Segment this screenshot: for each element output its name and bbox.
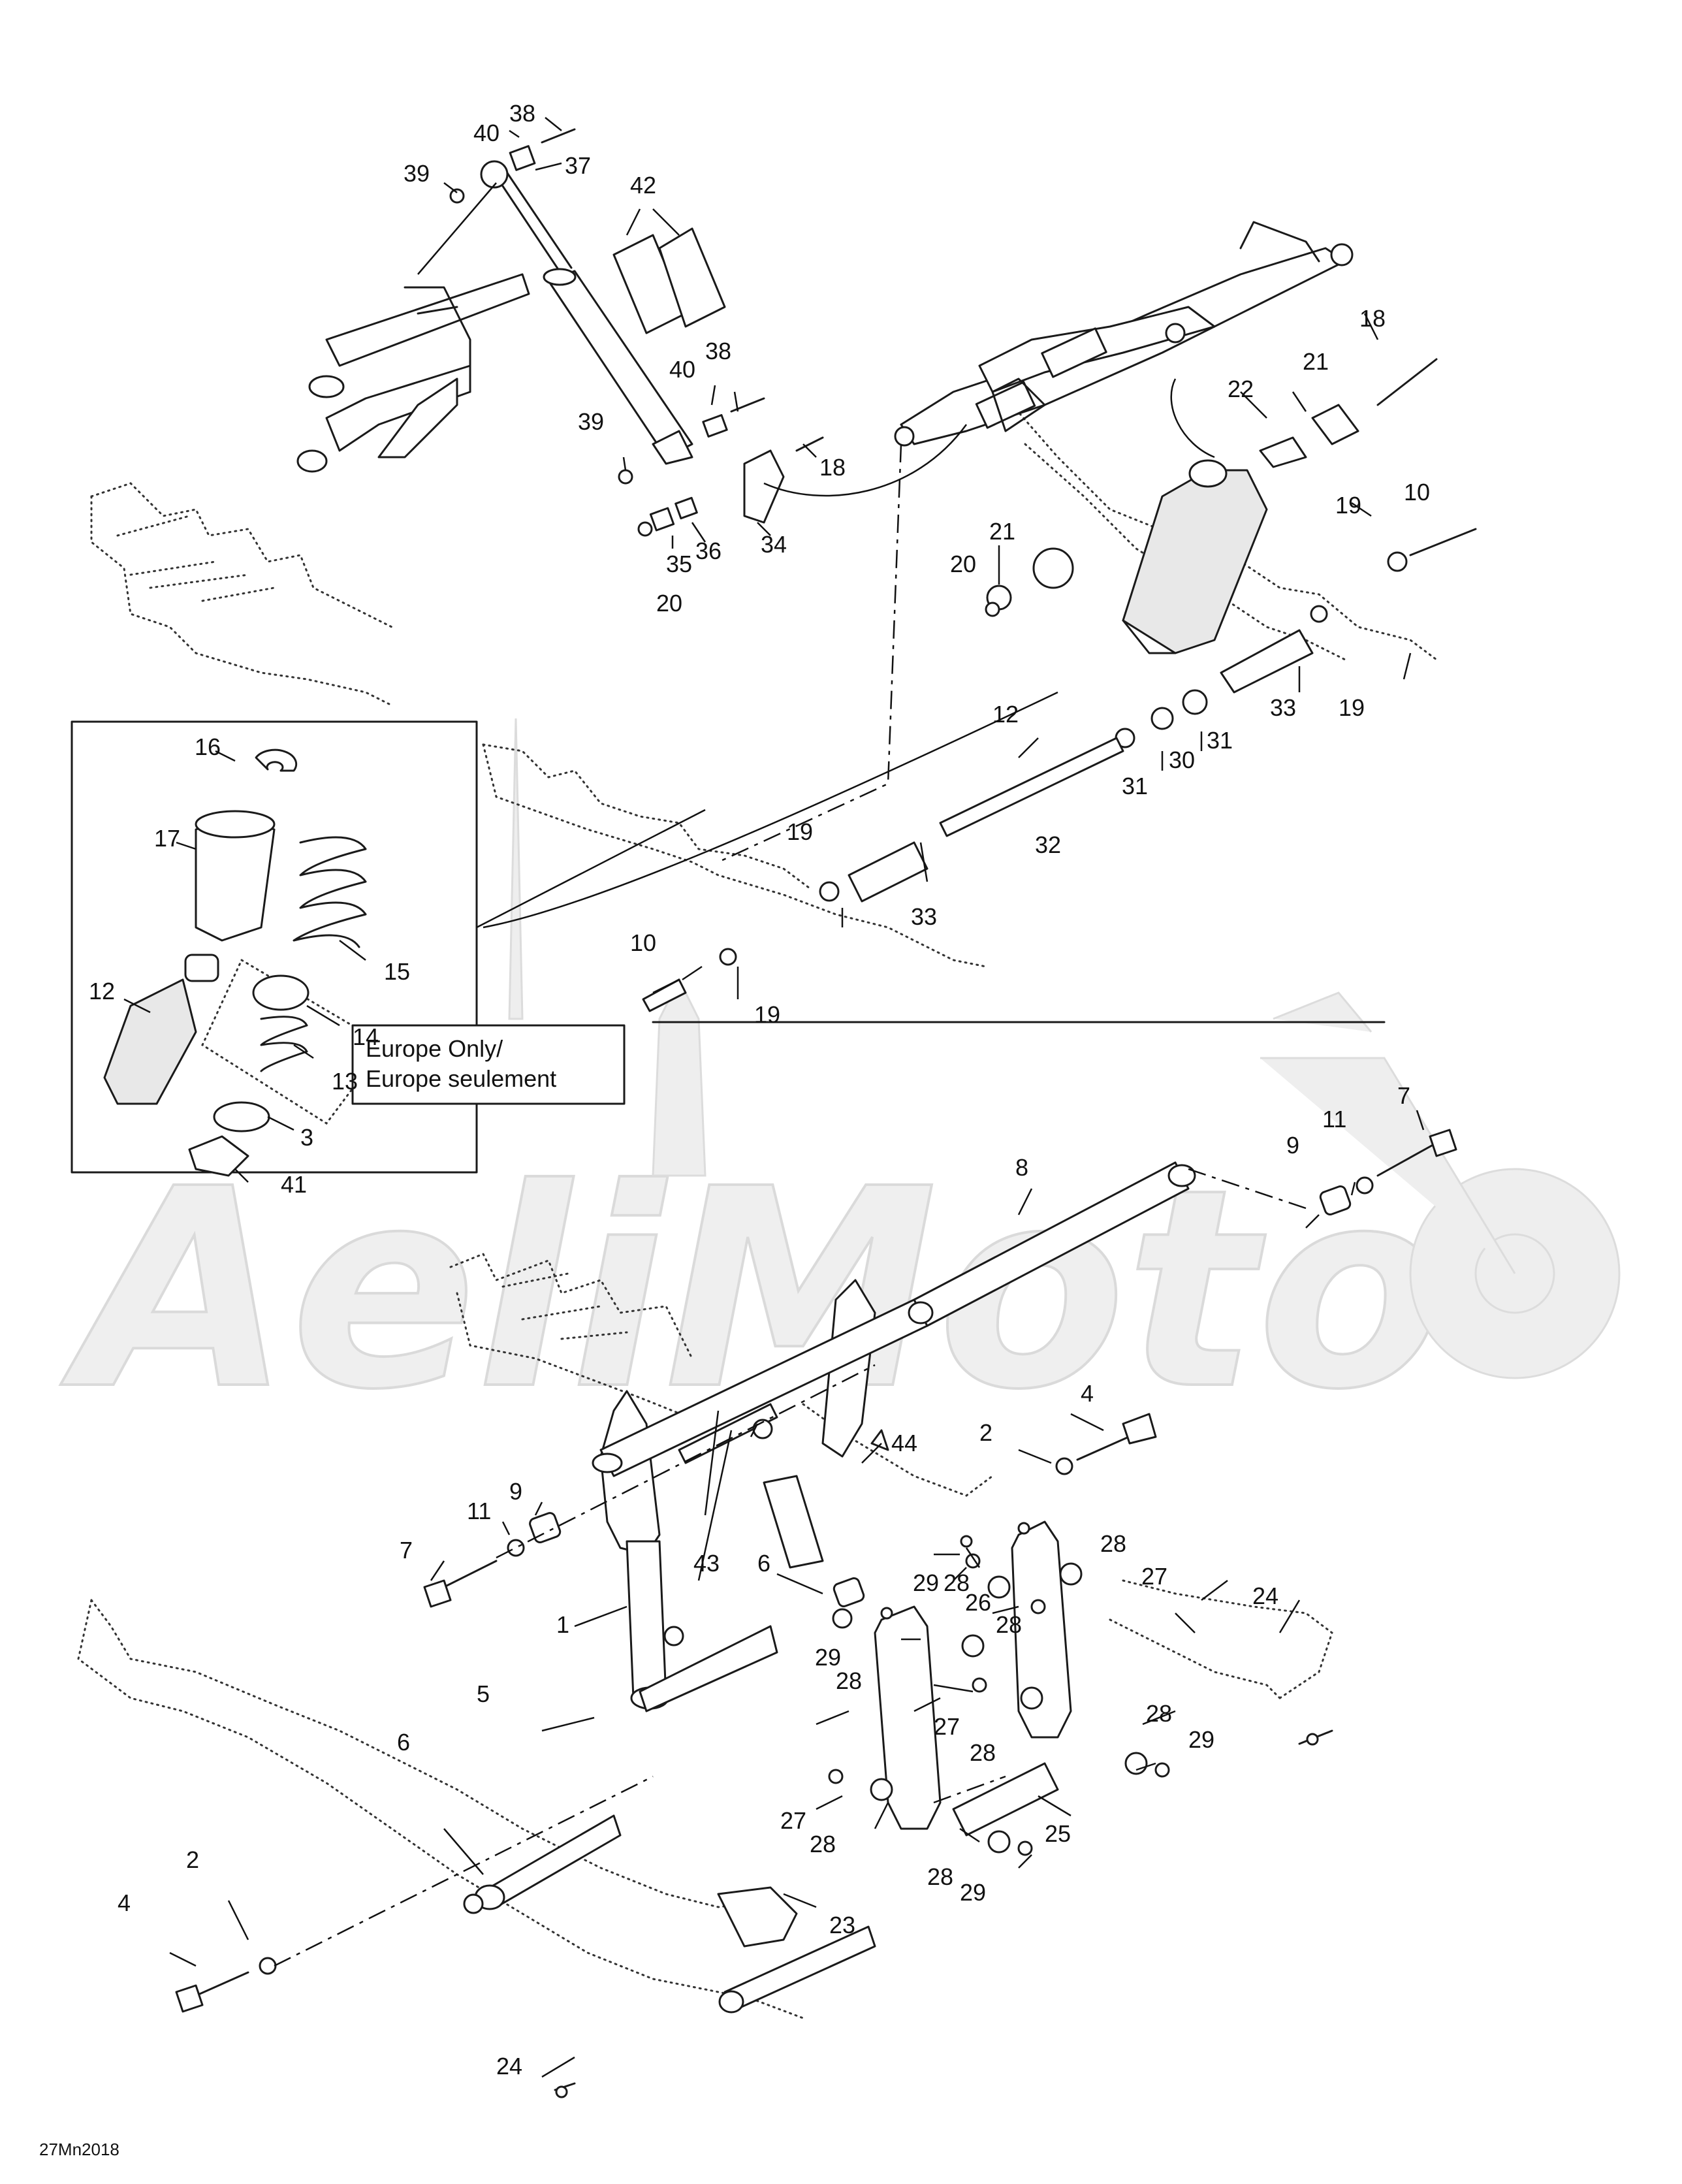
label-31-b: 31 xyxy=(1122,773,1148,799)
label-39-a: 39 xyxy=(404,160,430,187)
label-33-b: 33 xyxy=(911,903,937,930)
watermark-text: AeliMoto xyxy=(57,1131,1445,1450)
label-20-a: 20 xyxy=(656,590,682,617)
rear-arm-assembly-1 xyxy=(592,1279,928,1712)
label-20-b: 20 xyxy=(950,551,976,577)
label-38-a: 38 xyxy=(509,100,535,127)
label-24-b: 24 xyxy=(496,2053,522,2080)
label-7-b: 7 xyxy=(400,1537,413,1564)
label-1: 1 xyxy=(556,1611,569,1638)
lower-leader-lines xyxy=(169,1110,1425,2078)
label-7-a: 7 xyxy=(1397,1082,1410,1109)
label-29-c: 29 xyxy=(1188,1726,1214,1753)
sleeve-42 xyxy=(612,227,726,334)
label-28-c: 28 xyxy=(996,1611,1022,1638)
label-12-a: 12 xyxy=(992,701,1019,728)
link-plates xyxy=(828,1520,1170,1856)
label-36: 36 xyxy=(695,538,722,564)
label-44: 44 xyxy=(891,1430,917,1456)
label-18-a: 18 xyxy=(819,454,846,481)
lower-hardware xyxy=(175,1129,1457,2098)
label-14: 14 xyxy=(353,1023,379,1050)
label-34: 34 xyxy=(761,531,787,558)
label-32: 32 xyxy=(1035,831,1061,858)
label-28-b: 28 xyxy=(944,1569,970,1596)
label-27-c: 27 xyxy=(780,1807,806,1834)
label-39-b: 39 xyxy=(578,408,604,435)
rod-8 xyxy=(908,1161,1196,1327)
label-29-d: 29 xyxy=(960,1879,986,1906)
label-28-g: 28 xyxy=(810,1831,836,1857)
europe-note-box xyxy=(351,1024,626,1105)
label-3: 3 xyxy=(300,1124,313,1151)
part-number-labels: 38 40 39 37 42 38 40 39 18 34 36 35 20 1… xyxy=(39,100,1430,2159)
label-17: 17 xyxy=(154,825,180,852)
label-12-b: 12 xyxy=(89,978,115,1004)
label-40-b: 40 xyxy=(669,356,695,383)
label-19-c: 19 xyxy=(787,818,813,845)
label-2-a: 2 xyxy=(979,1419,992,1446)
label-24-a: 24 xyxy=(1252,1582,1278,1609)
label-35: 35 xyxy=(666,551,692,577)
label-16: 16 xyxy=(195,733,221,760)
stabilizer-rod-37 xyxy=(495,170,693,465)
label-25: 25 xyxy=(1045,1820,1071,1847)
label-6-b: 6 xyxy=(397,1729,410,1756)
label-41: 41 xyxy=(281,1171,307,1198)
label-23: 23 xyxy=(829,1912,855,1938)
label-28-f: 28 xyxy=(1146,1700,1172,1727)
spring-15 xyxy=(293,836,367,948)
front-arm-assembly xyxy=(894,221,1354,447)
label-28-h: 28 xyxy=(927,1863,953,1890)
label-9-b: 9 xyxy=(509,1478,522,1505)
label-38-b: 38 xyxy=(705,338,731,364)
europe-note-line1: Europe Only/ xyxy=(366,1035,503,1062)
label-6-a: 6 xyxy=(757,1550,770,1577)
label-10-b: 10 xyxy=(630,929,656,956)
label-15: 15 xyxy=(384,958,410,985)
label-8: 8 xyxy=(1015,1154,1028,1181)
label-18-b: 18 xyxy=(1359,305,1386,332)
label-37: 37 xyxy=(565,152,591,179)
left-arm-assembly xyxy=(296,273,530,473)
label-13: 13 xyxy=(332,1068,358,1095)
inset-spring-kit: Europe Only/ Europe seulement xyxy=(71,720,706,1183)
label-27-a: 27 xyxy=(1141,1563,1167,1590)
label-19-a: 19 xyxy=(1335,492,1361,519)
label-29-a: 29 xyxy=(913,1569,939,1596)
label-28-a: 28 xyxy=(1100,1530,1126,1557)
label-28-d: 28 xyxy=(836,1667,862,1694)
label-31-a: 31 xyxy=(1207,727,1233,754)
label-4-b: 4 xyxy=(118,1889,131,1916)
label-29-b: 29 xyxy=(815,1644,841,1671)
label-9-a: 9 xyxy=(1286,1132,1299,1159)
label-22: 22 xyxy=(1228,376,1254,402)
label-28-e: 28 xyxy=(970,1739,996,1766)
label-19-b: 19 xyxy=(1339,694,1365,721)
shock-absorber-12 xyxy=(1122,459,1268,654)
watermark-logo: AeliMoto xyxy=(56,718,1621,1451)
label-42: 42 xyxy=(630,172,656,199)
label-26: 26 xyxy=(965,1589,991,1616)
upper-leader-lines xyxy=(417,117,1412,999)
label-2-b: 2 xyxy=(186,1846,199,1873)
label-30: 30 xyxy=(1169,747,1195,773)
label-10-a: 10 xyxy=(1404,479,1430,506)
label-5: 5 xyxy=(477,1680,490,1707)
label-4-a: 4 xyxy=(1081,1380,1094,1407)
label-40-a: 40 xyxy=(473,120,500,146)
label-21-b: 21 xyxy=(989,518,1015,545)
lower-frame-outline xyxy=(77,1253,1333,2019)
label-33-a: 33 xyxy=(1270,694,1296,721)
label-43: 43 xyxy=(693,1550,720,1577)
label-27-b: 27 xyxy=(934,1713,960,1740)
label-21-a: 21 xyxy=(1303,348,1329,375)
label-11-b: 11 xyxy=(467,1498,491,1524)
label-code: 27Mn2018 xyxy=(39,2140,119,2159)
label-19-d: 19 xyxy=(754,1001,780,1028)
upper-hardware xyxy=(449,128,1477,1012)
europe-note-line2: Europe seulement xyxy=(366,1065,556,1092)
label-11-a: 11 xyxy=(1322,1106,1346,1132)
